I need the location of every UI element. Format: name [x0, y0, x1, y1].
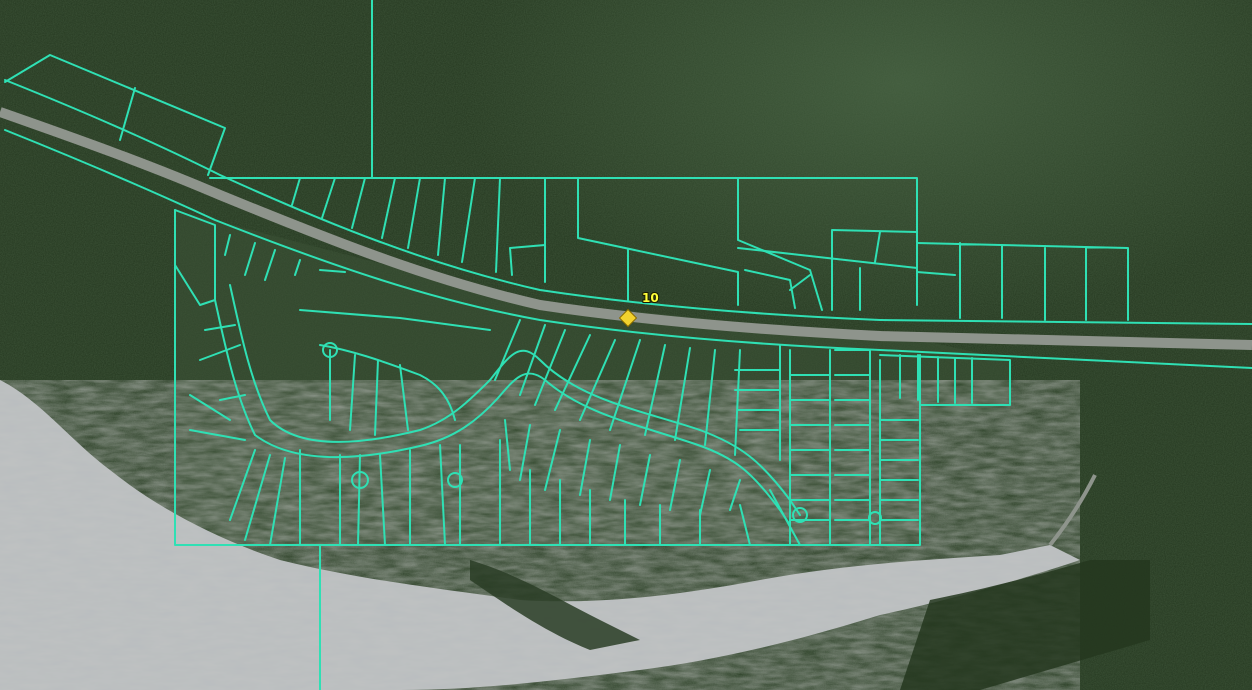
parcel-boundaries [4, 0, 1252, 690]
mile-marker-label: 10 [642, 291, 659, 305]
river-texture [0, 380, 1080, 690]
parcel-boundary [879, 354, 1011, 406]
parcel-boundary [834, 349, 871, 546]
river-island-forest [470, 560, 640, 650]
parcel-boundary [879, 359, 919, 546]
parcel-boundary [214, 299, 791, 526]
parcel-boundary [4, 54, 226, 176]
parcel-boundary [577, 177, 739, 306]
forest-south-east [900, 560, 1150, 690]
parcel-boundary [737, 229, 918, 311]
diamond-marker-icon[interactable] [618, 308, 638, 328]
parcel-boundary [119, 87, 136, 141]
cul-de-sac [322, 342, 338, 358]
parcel-boundary [916, 242, 1129, 321]
parcel-boundary [299, 439, 801, 546]
parcel-boundary [504, 419, 741, 516]
parcel-boundary [299, 309, 491, 436]
parcel-boundary [509, 244, 546, 276]
parcel-boundary [291, 177, 546, 283]
parcel-boundary [4, 79, 1252, 325]
mile-marker[interactable]: 10 [618, 290, 660, 328]
highway-road [0, 107, 1252, 350]
cul-de-sac [351, 471, 369, 489]
parcel-boundary [734, 369, 781, 431]
subdivision-boundary [174, 209, 921, 546]
cul-de-sac [868, 511, 882, 525]
parcel-boundary [4, 129, 1252, 369]
parcel-boundary [494, 319, 781, 461]
cul-de-sac [792, 507, 808, 523]
parcel-boundary [224, 234, 346, 281]
parcel-boundary [189, 324, 286, 546]
subdivision-clearing [175, 210, 1010, 545]
parcel-boundary [789, 349, 831, 546]
side-road [1048, 474, 1097, 547]
cul-de-sac [447, 472, 463, 488]
parcel-boundary [229, 284, 801, 516]
parcel-boundary [737, 177, 823, 311]
